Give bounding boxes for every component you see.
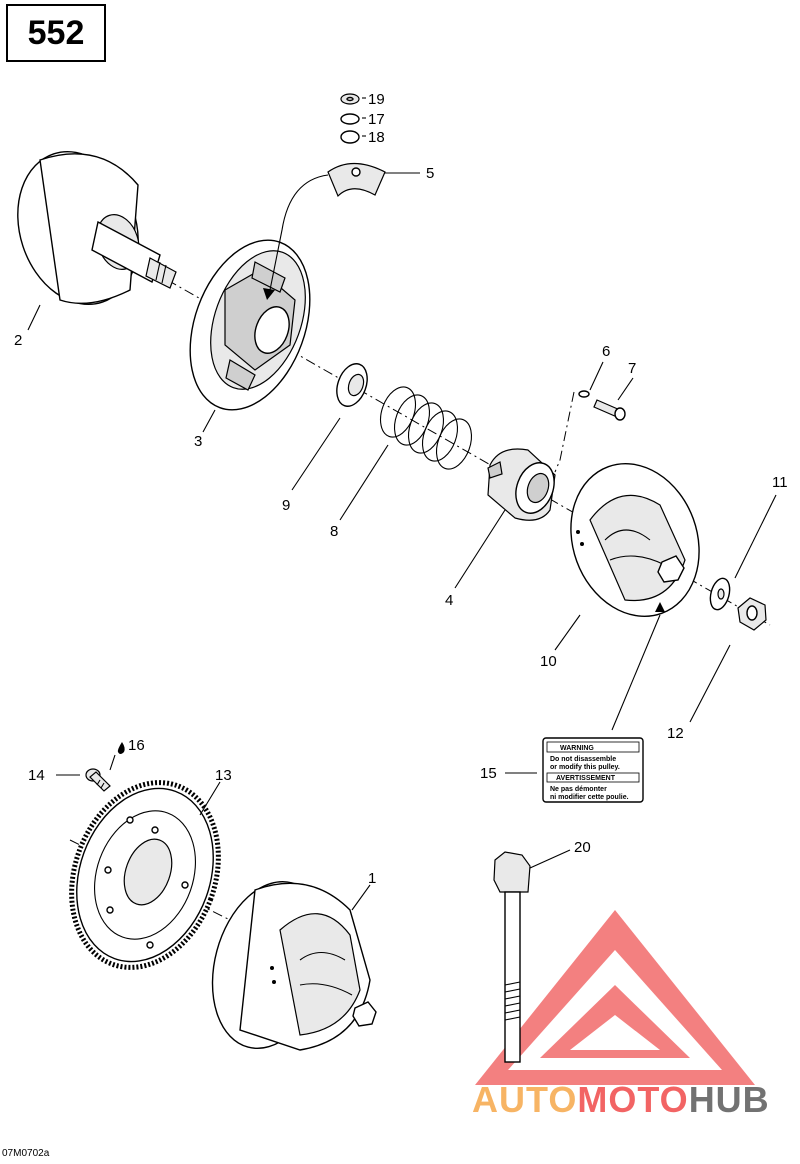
label-15-arrow	[655, 602, 665, 612]
callout-17: 17	[368, 111, 385, 128]
part-4-spider	[487, 448, 556, 521]
callout-19: 19	[368, 91, 385, 108]
part-5-slider-shoe	[263, 162, 386, 300]
callout-20: 20	[574, 839, 591, 856]
callout-14: 14	[28, 767, 45, 784]
part-1-drive-pulley-assembly	[211, 880, 377, 1051]
callout-8: 8	[330, 523, 338, 540]
callout-13: 13	[215, 767, 232, 784]
page-number: 552	[27, 13, 85, 52]
part-12-nut	[737, 597, 767, 631]
part-10-pulley-cover	[570, 462, 700, 618]
callout-10: 10	[540, 653, 557, 670]
watermark-hub: HUB	[689, 1079, 770, 1120]
part-13-ring-gear	[69, 780, 221, 970]
warning-line-5: Ne pas démonter	[550, 786, 607, 793]
leader-lines	[27, 97, 777, 911]
watermark-logo: AUTOMOTOHUB	[472, 910, 770, 1120]
warning-line-1: WARNING	[560, 745, 594, 752]
page-number-box: 552	[6, 4, 106, 62]
part-9-spring-retainer	[336, 363, 368, 407]
warning-line-4: AVERTISSEMENT	[556, 775, 616, 782]
warning-line-3: or modify this pulley.	[550, 764, 620, 771]
callout-15: 15	[480, 765, 497, 782]
watermark-auto: AUTO	[472, 1079, 577, 1120]
part-8-spring	[379, 386, 473, 470]
warning-line-2: Do not disassemble	[550, 756, 616, 763]
callout-18: 18	[368, 129, 385, 146]
part-11-washer	[709, 577, 731, 611]
callout-9: 9	[282, 497, 290, 514]
document-code: 07M0702a	[2, 1148, 50, 1159]
callout-3: 3	[194, 433, 202, 450]
callout-12: 12	[667, 725, 684, 742]
parts-19-17-18-washers	[340, 93, 360, 144]
callout-1: 1	[368, 870, 376, 887]
part-15-warning-label: WARNING Do not disassemble or modify thi…	[542, 737, 644, 803]
callout-16: 16	[128, 737, 145, 754]
callout-2: 2	[14, 332, 22, 349]
part-20-puller-bolt	[493, 851, 531, 1063]
warning-line-6: ni modifier cette poulie.	[550, 794, 629, 801]
part-16-adhesive-drop-icon	[117, 742, 125, 754]
part-2-fixed-sheave	[17, 150, 177, 306]
callout-6: 6	[602, 343, 610, 360]
part-3-movable-sheave	[189, 239, 311, 411]
label-15-leader	[611, 614, 661, 731]
parts-6-7-screw-washer	[554, 390, 626, 473]
svg-text:AUTOMOTOHUB: AUTOMOTOHUB	[472, 1079, 770, 1120]
callout-4: 4	[445, 592, 453, 609]
callout-11: 11	[772, 474, 788, 491]
callout-5: 5	[426, 165, 434, 182]
callout-7: 7	[628, 360, 636, 377]
watermark-moto: MOTO	[577, 1079, 688, 1120]
part-14-bolt	[85, 768, 111, 792]
